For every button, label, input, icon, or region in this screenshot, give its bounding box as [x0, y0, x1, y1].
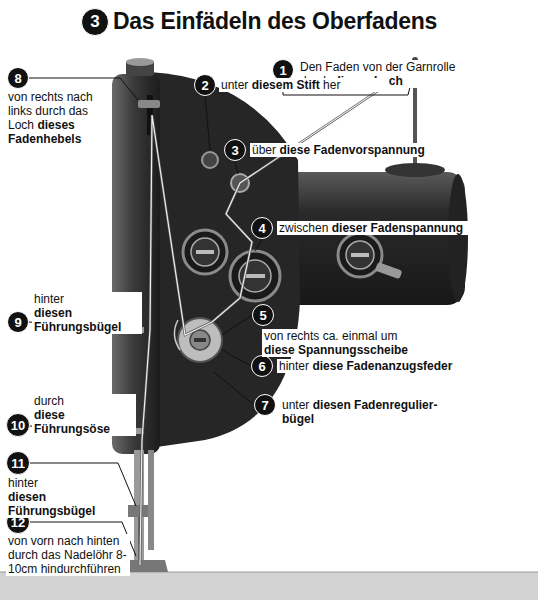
callout-circle: 3: [224, 139, 246, 161]
machine-part: [196, 250, 214, 254]
part-name: diese Fadenvorspannung: [279, 143, 424, 157]
callout-circle: 3: [81, 8, 109, 36]
part-name: diese Spannungsscheibe: [264, 343, 460, 357]
callout-circle: 5: [252, 304, 274, 326]
instruction-text: durch: [34, 394, 64, 408]
instruction-text: über: [252, 143, 276, 157]
machine-part: [138, 100, 160, 108]
machine-part: [126, 560, 168, 572]
machine-part: [183, 230, 227, 274]
machine-part: [385, 163, 445, 177]
machine-part: [174, 320, 180, 350]
machine-part: [140, 66, 415, 565]
callout-number: 3: [231, 143, 238, 158]
callout-circle: 6: [251, 355, 273, 377]
instruction-text: hinter: [8, 476, 38, 490]
callout-number: 9: [14, 315, 21, 330]
machine-part: [140, 66, 415, 565]
instruction-text: von rechts ca. einmal um: [264, 329, 397, 343]
callout-text: von rechts nach links durch das Lochdies…: [6, 90, 110, 146]
machine-part: [183, 230, 402, 301]
instruction-text: unter: [282, 398, 309, 412]
part-name: diesen Führungsbügel: [34, 306, 140, 334]
callout-text: von rechts ca. einmal umdiese Spannungss…: [262, 329, 462, 357]
callout-number: 2: [201, 78, 208, 93]
machine-part: [222, 315, 252, 335]
callout-circle: 8: [7, 67, 29, 89]
machine-part: [214, 372, 254, 405]
instruction-text: von vorn nach hinten durch das Nadelöhr …: [8, 534, 127, 576]
machine-part: [0, 572, 538, 600]
callout-text: hinterdiese Fadenanzugsfeder: [277, 359, 517, 373]
part-name: diesem Stift: [252, 78, 320, 92]
machine-part: [448, 174, 468, 302]
machine-part: [375, 262, 403, 279]
instruction-text: hinter: [34, 292, 64, 306]
callout-number: 8: [14, 71, 21, 86]
part-name: diesen Führungsbügel: [8, 490, 116, 518]
machine-part: [194, 338, 206, 342]
callout-circle: 2: [194, 74, 216, 96]
instruction-text: zwischen: [279, 221, 328, 235]
callout-number: 6: [258, 359, 265, 374]
machine-part: [148, 450, 154, 550]
callout-text: unter diesem Stifther: [219, 78, 389, 92]
machine-part: [235, 161, 238, 174]
machine-part: [202, 152, 218, 168]
callout-number: 1: [279, 63, 286, 78]
callout-circle: 7: [254, 394, 276, 416]
callout-circle: 9: [7, 311, 29, 333]
callout-number: 7: [261, 398, 268, 413]
machine-part: [255, 239, 262, 251]
callout-circle: 11: [6, 451, 30, 475]
callout-number: 11: [11, 456, 25, 471]
machine-part: [205, 96, 210, 150]
callout-circle: 10: [6, 413, 30, 437]
instruction-text: unter: [221, 78, 248, 92]
callout-number: 5: [259, 308, 266, 323]
diagram-title: Das Einfädeln des Oberfadens: [113, 8, 437, 35]
callout-number: 4: [258, 221, 265, 236]
machine-part: [191, 238, 219, 266]
instruction-text: her: [323, 78, 340, 92]
machine-part: [128, 505, 148, 517]
callout-text: von vorn nach hinten durch das Nadelöhr …: [6, 534, 130, 576]
callout-text: unterdiesen Fadenregulier- bügel: [280, 398, 458, 426]
machine-part: [190, 330, 210, 350]
machine-part: [338, 233, 382, 277]
machine-part: [230, 251, 280, 301]
machine-part: [245, 274, 265, 278]
callout-text: überdiese Fadenvorspannung: [250, 143, 470, 157]
instruction-text: hinter: [279, 359, 309, 373]
part-name: dieser Fadenspannung: [332, 221, 463, 235]
part-name: diese Fadenanzugsfeder: [312, 359, 452, 373]
machine-part: [126, 58, 154, 66]
machine-part: [346, 241, 374, 269]
callout-number: 10: [11, 418, 25, 433]
callout-text: hinterdiesen Führungsbügel: [32, 292, 142, 334]
callout-text: durchdiese Führungsöse: [32, 394, 136, 436]
callout-text: hinterdiesen Führungsbügel: [6, 476, 118, 518]
part-name: diese Führungsöse: [34, 408, 134, 436]
callout-circle: 4: [251, 217, 273, 239]
machine-part: [351, 253, 369, 257]
callout-text: zwischen dieser Fadenspannung: [277, 221, 517, 235]
callout-number: 3: [90, 12, 99, 32]
machine-part: [222, 350, 251, 366]
